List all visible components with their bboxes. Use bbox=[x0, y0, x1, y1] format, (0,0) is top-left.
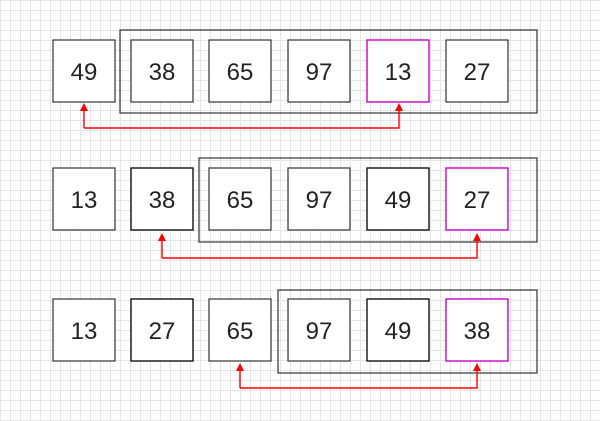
cell: 97 bbox=[287, 39, 351, 103]
step-row-3: 13 27 65 97 49 38 bbox=[52, 289, 538, 389]
cell-value: 97 bbox=[306, 187, 333, 214]
step-row-2: 13 38 65 97 49 27 bbox=[52, 157, 538, 259]
cell-value: 13 bbox=[71, 318, 98, 345]
cell-value: 38 bbox=[464, 318, 491, 345]
unsorted-region-frame bbox=[277, 289, 538, 374]
cell: 38 bbox=[130, 167, 194, 231]
cell-value: 65 bbox=[227, 59, 254, 86]
cell: 49 bbox=[366, 298, 430, 362]
cell-value: 97 bbox=[306, 59, 333, 86]
cell: 97 bbox=[287, 298, 351, 362]
cell: 65 bbox=[208, 39, 272, 103]
cell: 49 bbox=[366, 167, 430, 231]
cell-value: 27 bbox=[149, 318, 176, 345]
cell-highlighted: 38 bbox=[445, 298, 509, 362]
step-row-1: 49 38 65 97 13 27 bbox=[52, 29, 538, 129]
cell-value: 27 bbox=[464, 187, 491, 214]
cell: 49 bbox=[52, 39, 116, 103]
swap-arrow-head-right bbox=[473, 363, 481, 371]
cell: 97 bbox=[287, 167, 351, 231]
swap-arrow bbox=[239, 366, 478, 389]
unsorted-region-frame bbox=[119, 29, 538, 114]
cell-value: 38 bbox=[149, 59, 176, 86]
swap-arrow-head-left bbox=[236, 363, 244, 371]
cell: 38 bbox=[130, 39, 194, 103]
cell-value: 38 bbox=[149, 187, 176, 214]
swap-arrow bbox=[161, 236, 478, 259]
swap-arrow bbox=[83, 106, 400, 129]
cell-value: 49 bbox=[385, 318, 412, 345]
cell-value: 97 bbox=[306, 318, 333, 345]
cell-value: 13 bbox=[385, 59, 412, 86]
cell: 27 bbox=[445, 39, 509, 103]
cell-value: 49 bbox=[71, 59, 98, 86]
swap-arrow-head-left bbox=[158, 233, 166, 241]
cell: 27 bbox=[130, 298, 194, 362]
swap-arrow-head-right bbox=[473, 233, 481, 241]
cell: 13 bbox=[52, 167, 116, 231]
cell-value: 65 bbox=[227, 318, 254, 345]
cell-highlighted: 13 bbox=[366, 39, 430, 103]
swap-arrow-head-left bbox=[80, 103, 88, 111]
unsorted-region-frame bbox=[198, 157, 538, 243]
swap-arrow-head-right bbox=[395, 103, 403, 111]
cell: 65 bbox=[208, 167, 272, 231]
cell-value: 13 bbox=[71, 187, 98, 214]
cell-highlighted: 27 bbox=[445, 167, 509, 231]
cell: 65 bbox=[208, 298, 272, 362]
cell-value: 49 bbox=[385, 187, 412, 214]
cell-value: 65 bbox=[227, 187, 254, 214]
cell-value: 27 bbox=[464, 59, 491, 86]
cell: 13 bbox=[52, 298, 116, 362]
